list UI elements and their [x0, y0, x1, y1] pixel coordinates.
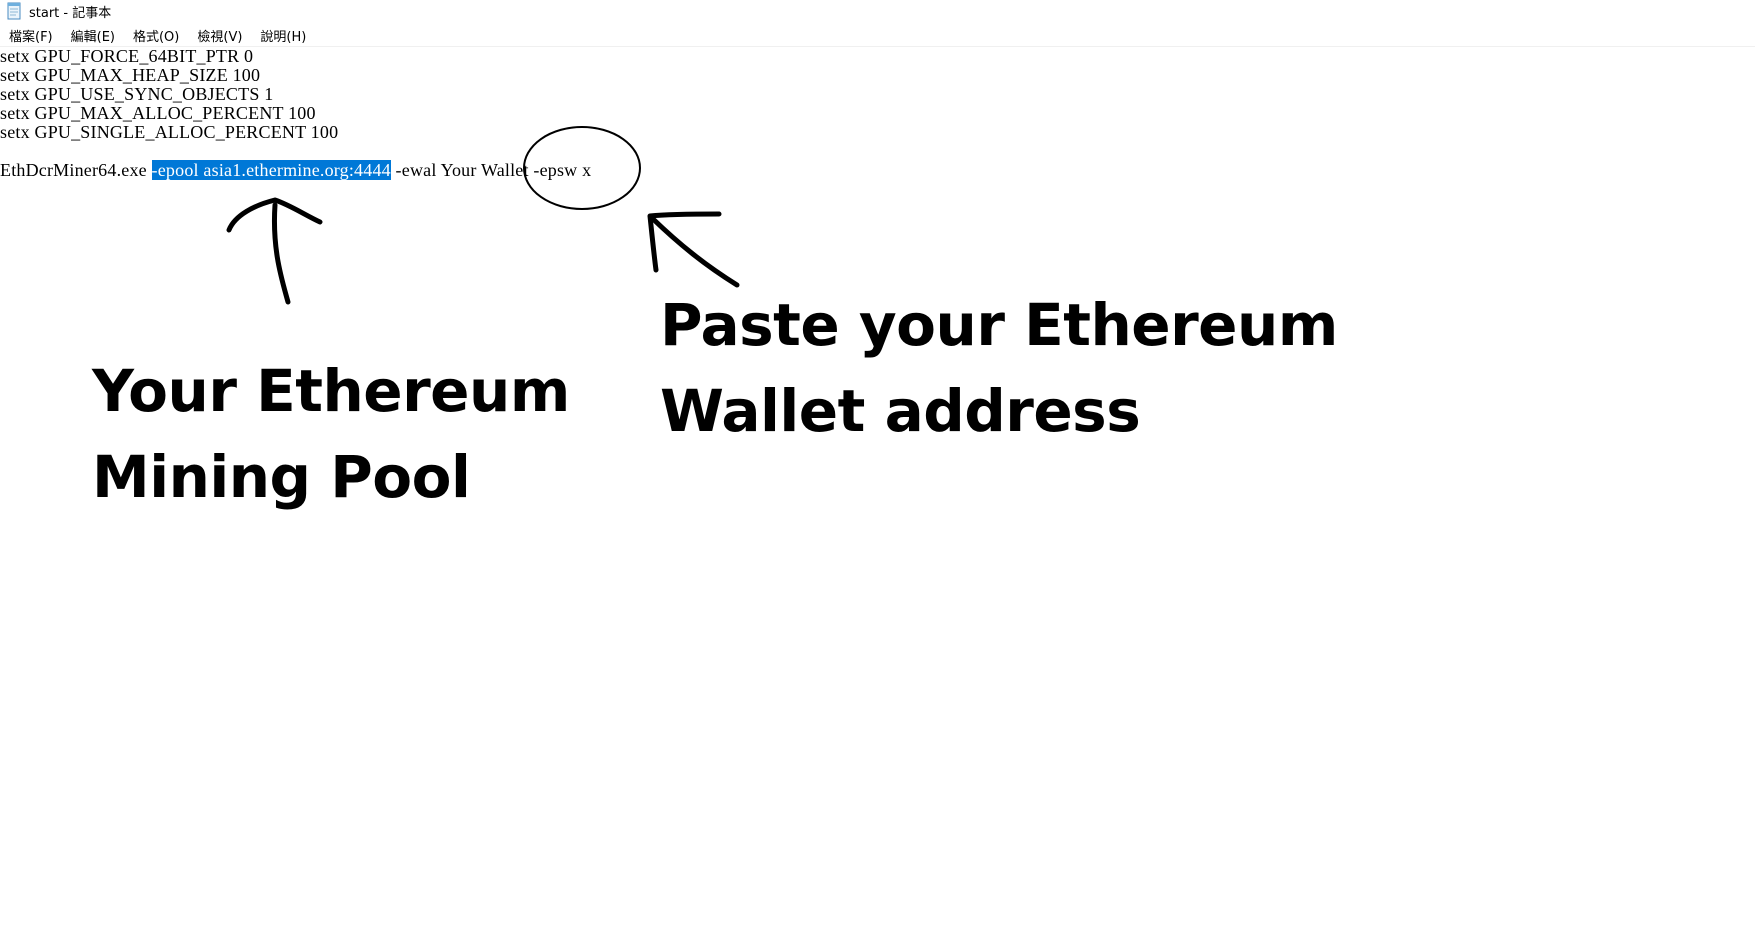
editor-line: setx GPU_FORCE_64BIT_PTR 0: [0, 46, 254, 66]
menu-item-file[interactable]: 檔案(F): [9, 29, 53, 45]
notepad-icon: [5, 2, 23, 20]
wallet-annotation-line1: Paste your Ethereum: [660, 291, 1338, 359]
pool-annotation-line1: Your Ethereum: [92, 357, 570, 425]
menu-item-edit[interactable]: 編輯(E): [70, 29, 115, 45]
wallet-annotation: Paste your Ethereum Wallet address: [660, 282, 1338, 454]
editor-line: setx GPU_MAX_ALLOC_PERCENT 100: [0, 103, 316, 123]
window-title: start - 記事本: [29, 5, 112, 21]
command-exe: EthDcrMiner64.exe: [0, 160, 152, 180]
wallet-placeholder: Your Wallet: [440, 160, 529, 180]
pool-annotation-line2: Mining Pool: [92, 443, 471, 511]
menu-item-view[interactable]: 檢視(V): [197, 29, 243, 45]
command-ewal-flag: -ewal: [390, 160, 441, 180]
pool-annotation: Your Ethereum Mining Pool: [92, 348, 570, 520]
selected-pool-text: -epool asia1.ethermine.org:4444: [151, 160, 391, 180]
menu-item-format[interactable]: 格式(O): [132, 29, 180, 45]
title-bar: start - 記事本: [0, 0, 1755, 22]
editor-line: setx GPU_MAX_HEAP_SIZE 100: [0, 65, 261, 85]
command-line: EthDcrMiner64.exe -epool asia1.ethermine…: [0, 160, 592, 180]
editor-line: setx GPU_SINGLE_ALLOC_PERCENT 100: [0, 122, 339, 142]
wallet-annotation-line2: Wallet address: [660, 377, 1141, 445]
menu-item-help[interactable]: 說明(H): [260, 29, 307, 45]
editor-line: setx GPU_USE_SYNC_OBJECTS 1: [0, 84, 274, 104]
command-tail: -epsw x: [528, 160, 592, 180]
menu-bar: 檔案(F) 編輯(E) 格式(O) 檢視(V) 說明(H): [0, 24, 1755, 47]
